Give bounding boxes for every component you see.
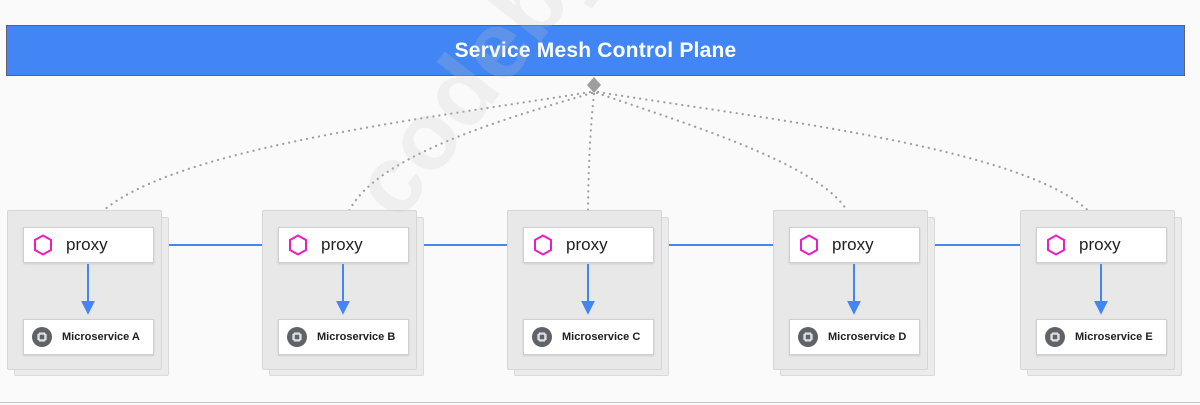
pod-e: proxy Microservice E [1020,210,1182,376]
control-links [90,90,1100,225]
proxy-label: proxy [566,235,608,254]
proxy-card-b[interactable]: proxy [278,227,409,263]
bottom-divider [0,402,1200,403]
proxy-to-service-arrow [581,264,595,315]
chip-icon [798,327,818,347]
service-card-c[interactable]: Microservice C [523,319,654,355]
proxy-card-c[interactable]: proxy [523,227,654,263]
control-plane-anchor [587,77,601,93]
service-label: Microservice D [828,331,907,343]
service-card-a[interactable]: Microservice A [23,319,154,355]
chip-icon [532,327,552,347]
control-plane-bar[interactable]: Service Mesh Control Plane [6,25,1185,76]
control-link-a [90,90,592,225]
control-link-d [595,91,857,225]
hexagon-icon [800,234,818,256]
proxy-to-service-arrow [81,264,95,315]
proxy-to-service-arrow [336,264,350,315]
pod-d: proxy Microservice D [773,210,935,376]
proxy-to-service-arrow [847,264,861,315]
service-label: Microservice E [1075,331,1153,343]
pod-c: proxy Microservice C [507,210,669,376]
service-label: Microservice C [562,331,641,343]
service-label: Microservice A [62,331,140,343]
hexagon-icon [289,234,307,256]
proxy-label: proxy [66,235,108,254]
service-label: Microservice B [317,331,396,343]
control-link-c [581,92,596,225]
control-link-e [596,90,1100,225]
proxy-card-d[interactable]: proxy [789,227,920,263]
proxy-label: proxy [832,235,874,254]
proxy-card-a[interactable]: proxy [23,227,154,263]
pod-b: proxy Microservice B [262,210,424,376]
hexagon-icon [34,234,52,256]
chip-icon [1045,327,1065,347]
service-card-e[interactable]: Microservice E [1036,319,1167,355]
proxy-label: proxy [321,235,363,254]
hexagon-icon [1047,234,1065,256]
service-card-b[interactable]: Microservice B [278,319,409,355]
hexagon-icon [534,234,552,256]
service-card-d[interactable]: Microservice D [789,319,920,355]
chip-icon [287,327,307,347]
proxy-label: proxy [1079,235,1121,254]
chip-icon [32,327,52,347]
control-link-b [341,91,594,225]
control-plane-title: Service Mesh Control Plane [454,38,737,62]
proxy-card-e[interactable]: proxy [1036,227,1167,263]
pod-a: proxy Microservice A [7,210,169,376]
proxy-to-service-arrow [1094,264,1108,315]
